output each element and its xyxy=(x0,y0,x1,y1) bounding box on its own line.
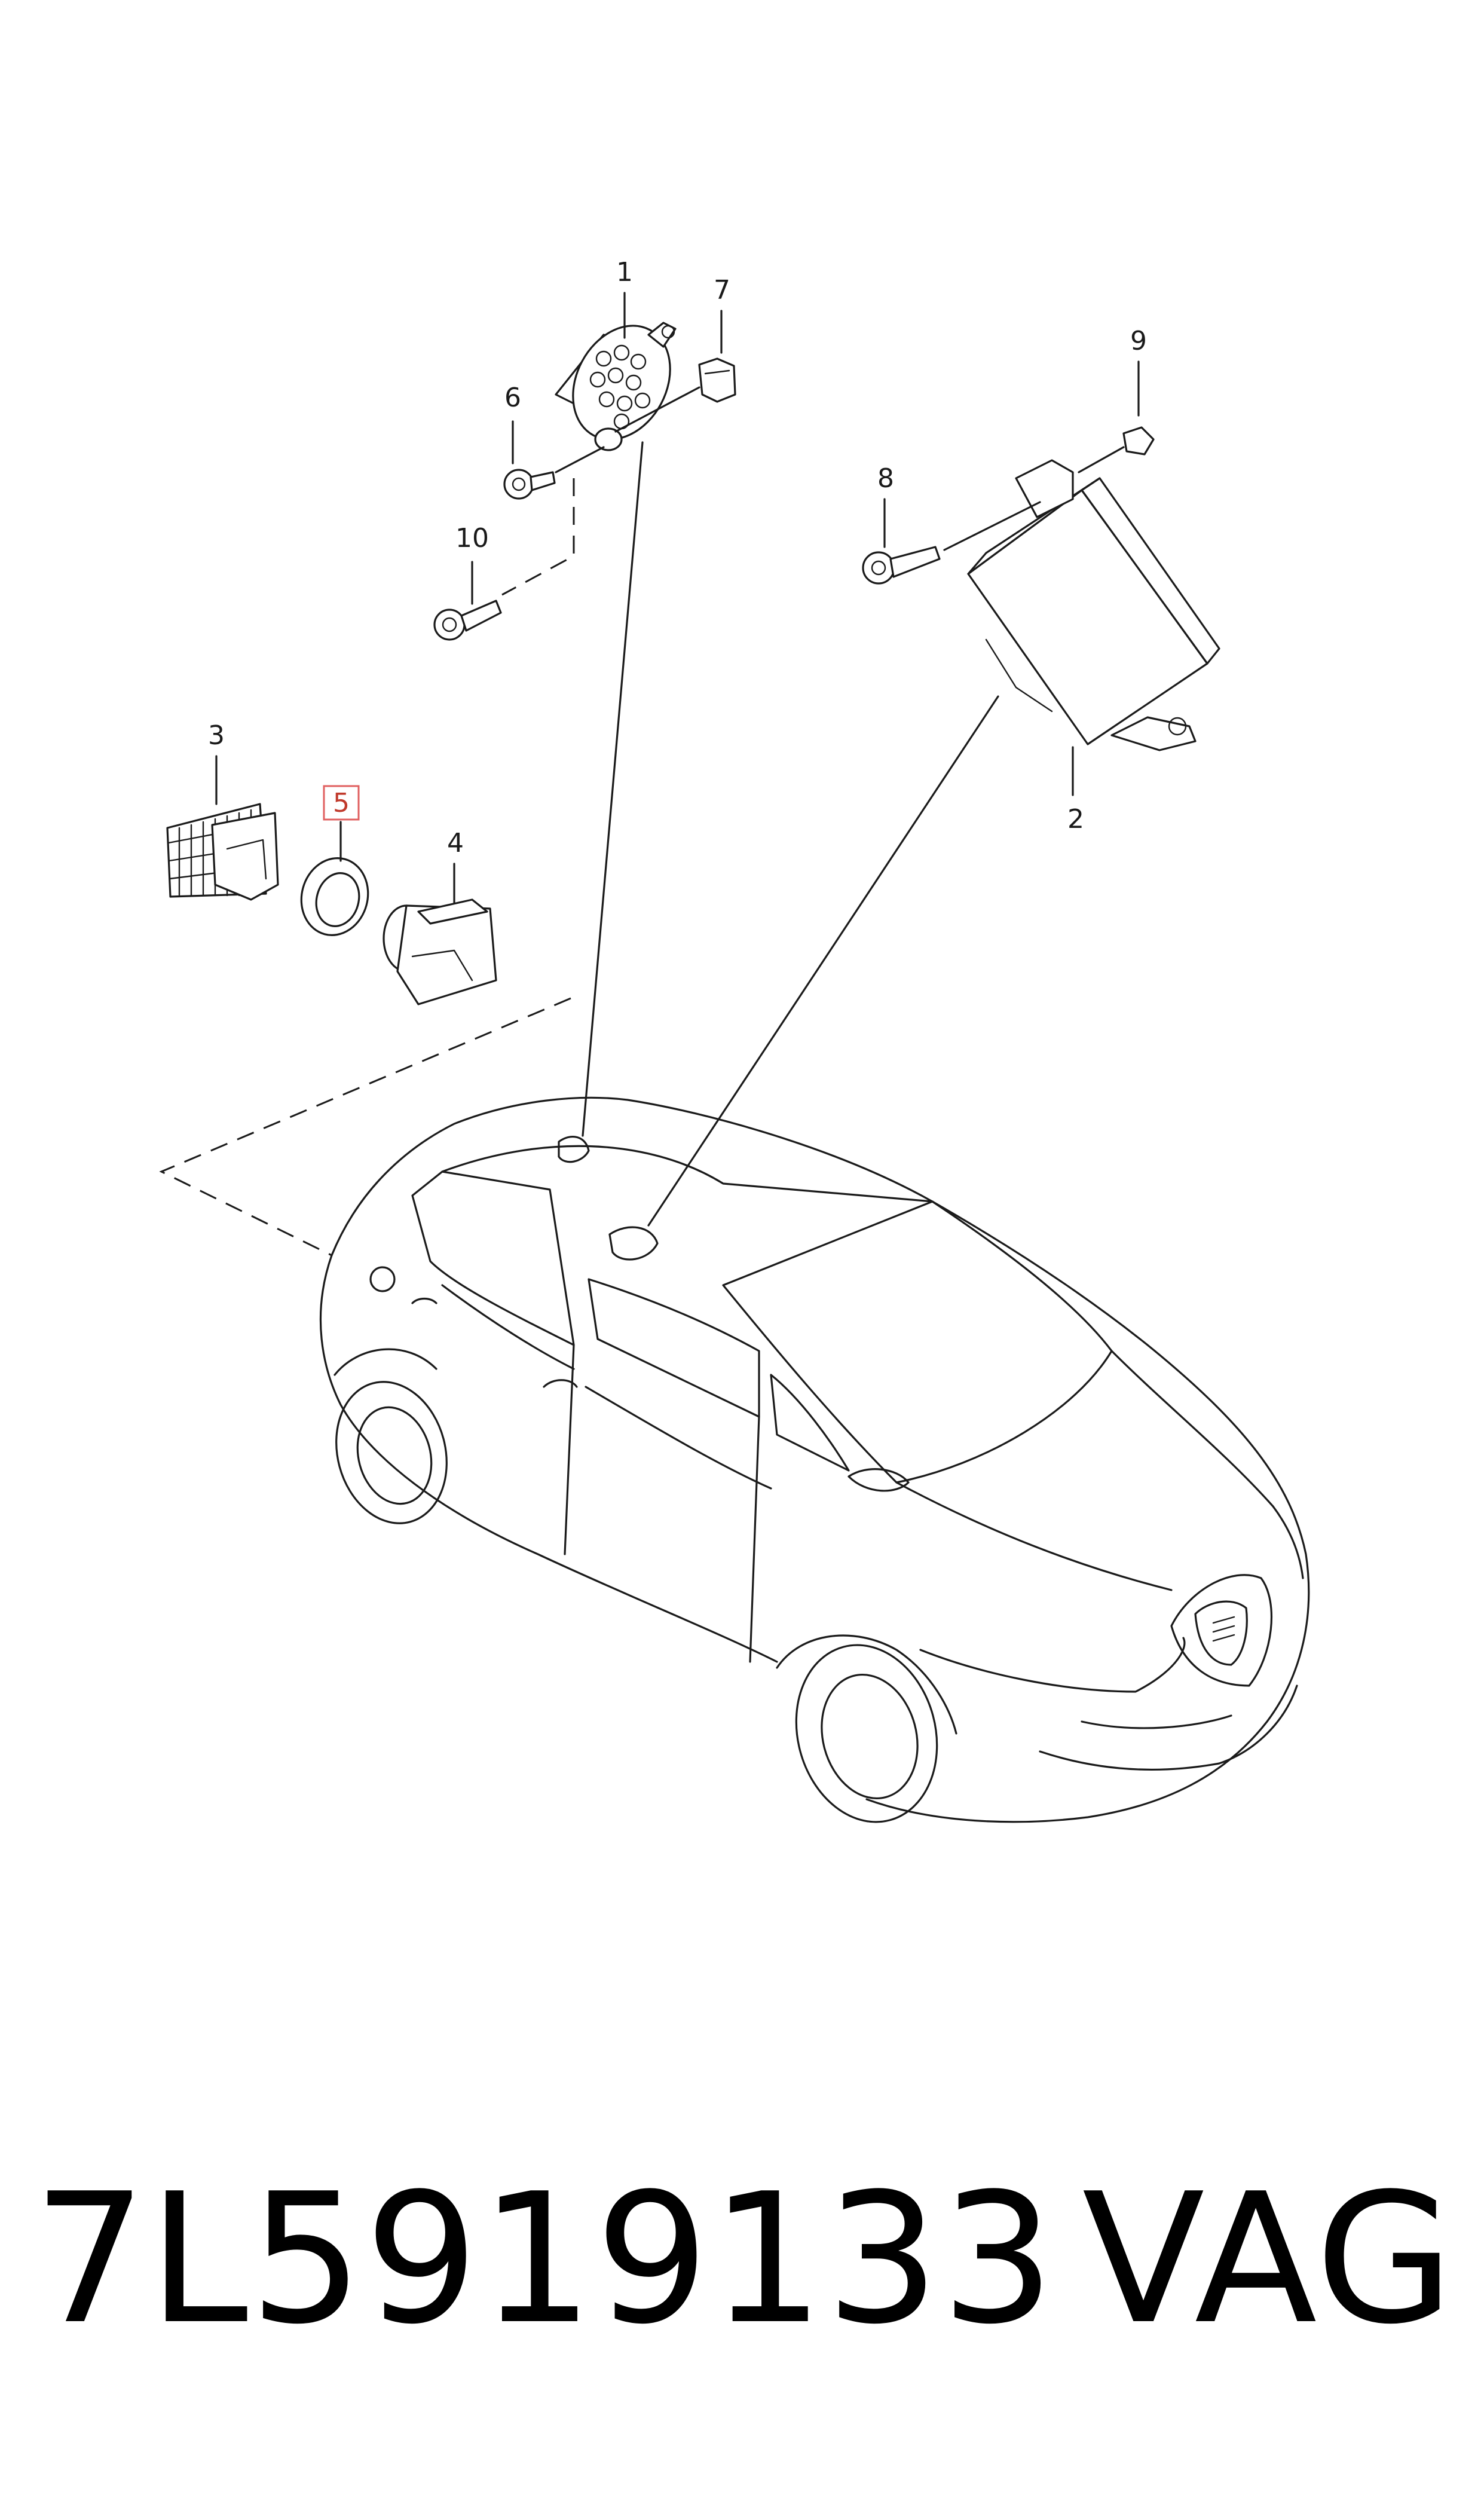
footer-caption: 7L5919133 VAG xyxy=(33,2152,1455,2367)
callout-3: 3 xyxy=(208,720,225,751)
callout-9: 9 xyxy=(1130,326,1147,356)
part-4-sensor xyxy=(383,863,497,1005)
part-10-bolt xyxy=(433,561,502,641)
part-7-clip xyxy=(698,310,736,403)
callout-6: 6 xyxy=(504,383,521,413)
callout-labels: 1 2 3 4 5 6 7 8 9 10 xyxy=(208,257,1147,858)
callout-5: 5 xyxy=(333,788,350,818)
part-5-ring xyxy=(300,821,369,936)
part-3-bracket xyxy=(166,755,279,901)
part-number: 7L5919133 xyxy=(33,2155,1057,2364)
callout-1: 1 xyxy=(616,257,633,288)
callout-2: 2 xyxy=(1067,804,1084,834)
part-2-control-unit xyxy=(967,459,1220,751)
part-8-bolt xyxy=(862,498,1041,585)
car-outline xyxy=(319,1096,1310,1823)
callout-8: 8 xyxy=(877,463,894,494)
part-1-sounder xyxy=(555,322,677,451)
callout-7: 7 xyxy=(714,275,730,305)
part-6-screw xyxy=(503,420,556,500)
callout-4: 4 xyxy=(447,828,464,858)
callout-10: 10 xyxy=(455,523,489,554)
callout-5-highlight-box xyxy=(323,785,360,821)
brand-label: VAG xyxy=(1082,2155,1455,2364)
part-9-screw xyxy=(1078,360,1155,473)
